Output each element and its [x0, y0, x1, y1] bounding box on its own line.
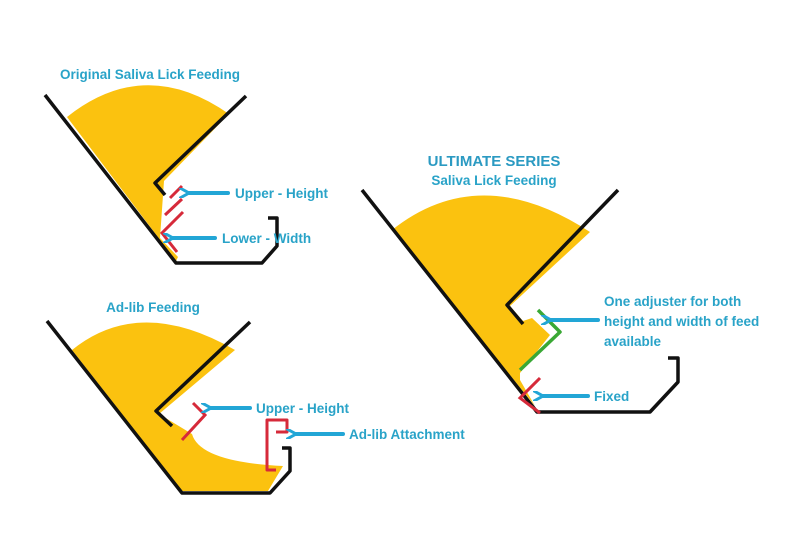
- ultimate-adjuster-label-line1: One adjuster for both: [604, 294, 741, 309]
- adlib-upper-label: Upper - Height: [256, 401, 350, 416]
- adlib-feeder-panel: Ad-lib Feeding Upper - Height Ad-lib Att…: [45, 300, 465, 495]
- adlib-attachment: [265, 418, 289, 472]
- original-feeder-panel: Original Saliva Lick Feeding Upper - Hei…: [43, 67, 329, 265]
- ultimate-title: ULTIMATE SERIES: [428, 153, 561, 170]
- original-upper-adjuster: [163, 184, 184, 217]
- original-lower-adjuster: [159, 210, 185, 253]
- ultimate-feed-fill: [392, 195, 590, 406]
- adlib-hopper-outline: [45, 319, 292, 495]
- original-upper-label: Upper - Height: [235, 186, 329, 201]
- adlib-upper-adjuster: [180, 401, 208, 442]
- ultimate-hopper-outline: [360, 188, 680, 414]
- original-hopper-inner-wall: [153, 94, 248, 197]
- ultimate-feeder-panel: ULTIMATE SERIES Saliva Lick Feeding One …: [360, 153, 759, 415]
- adlib-attachment-label: Ad-lib Attachment: [349, 427, 465, 442]
- original-panel-title: Original Saliva Lick Feeding: [60, 67, 240, 82]
- original-hopper-outline: [43, 93, 279, 265]
- adlib-panel-title: Ad-lib Feeding: [106, 300, 200, 315]
- ultimate-adjuster-label-line2: height and width of feed: [604, 314, 759, 329]
- adlib-hopper-inner-wall: [154, 320, 252, 428]
- original-feed-fill: [67, 85, 229, 261]
- ultimate-hopper-inner-wall: [505, 188, 620, 326]
- ultimate-adjuster-label-line3: available: [604, 334, 662, 349]
- adlib-feed-fill: [72, 322, 283, 491]
- ultimate-fixed-part: [517, 376, 542, 415]
- original-lower-label: Lower - Width: [222, 231, 311, 246]
- ultimate-subtitle: Saliva Lick Feeding: [431, 173, 556, 188]
- ultimate-fixed-label: Fixed: [594, 389, 629, 404]
